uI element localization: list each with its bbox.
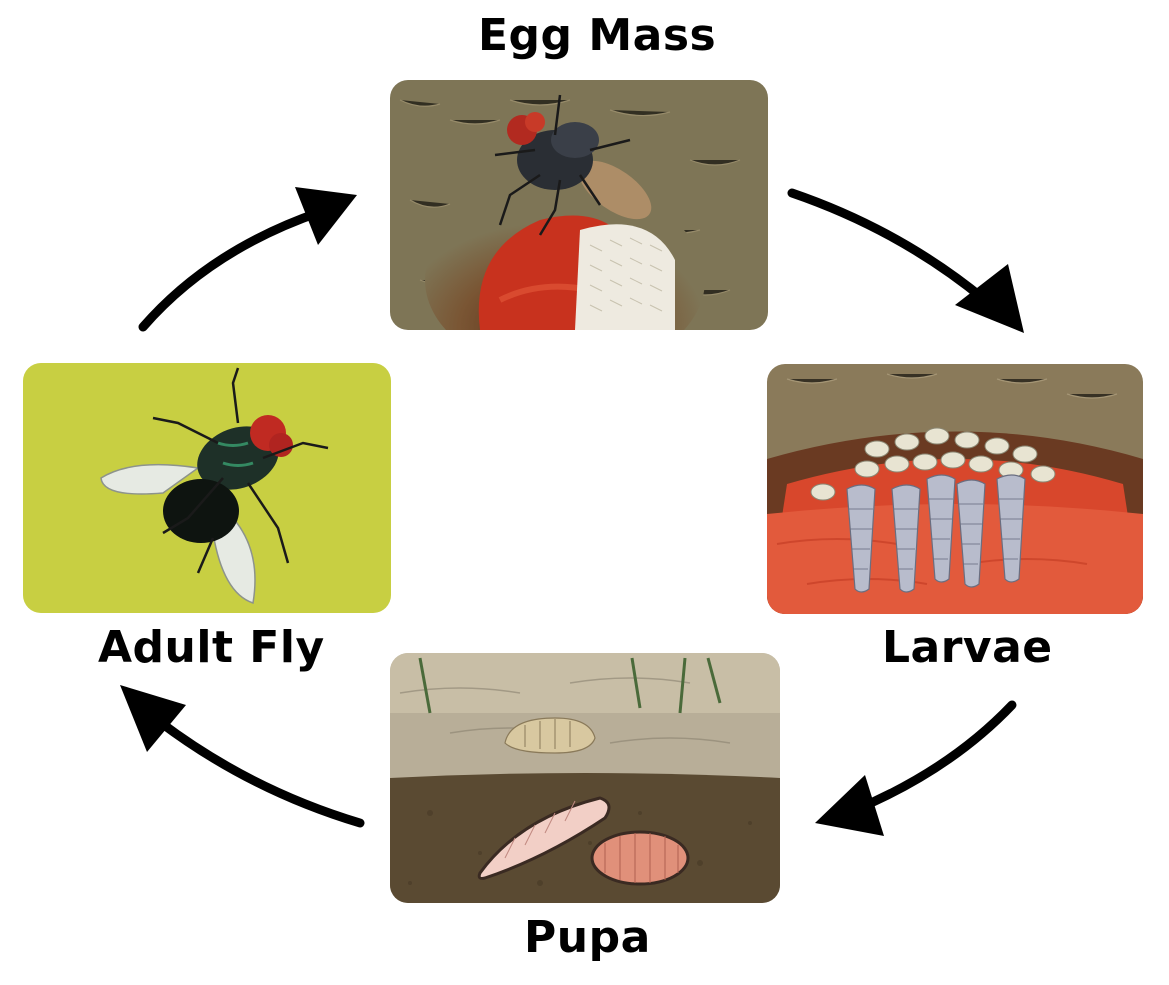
adult-fly-illustration	[23, 363, 391, 613]
arrow-egg-to-larvae	[787, 188, 990, 305]
larvae-label: Larvae	[882, 622, 1053, 673]
pupa-label: Pupa	[524, 912, 651, 963]
arrowhead-larvae-to-pupa	[815, 775, 884, 836]
arrowhead-pupa-to-adult	[120, 685, 186, 752]
arrow-pupa-to-adult	[155, 717, 365, 828]
pupa-illustration	[390, 653, 780, 903]
arrowhead-egg-to-larvae	[955, 264, 1024, 333]
larvae-illustration	[767, 364, 1143, 614]
arrow-adult-to-egg	[138, 207, 325, 332]
arrowhead-adult-to-egg	[295, 187, 357, 245]
arrow-larvae-to-pupa	[850, 700, 1017, 815]
adult-fly-label: Adult Fly	[98, 622, 325, 673]
egg-mass-label: Egg Mass	[478, 10, 717, 61]
egg-mass-illustration	[390, 80, 768, 330]
